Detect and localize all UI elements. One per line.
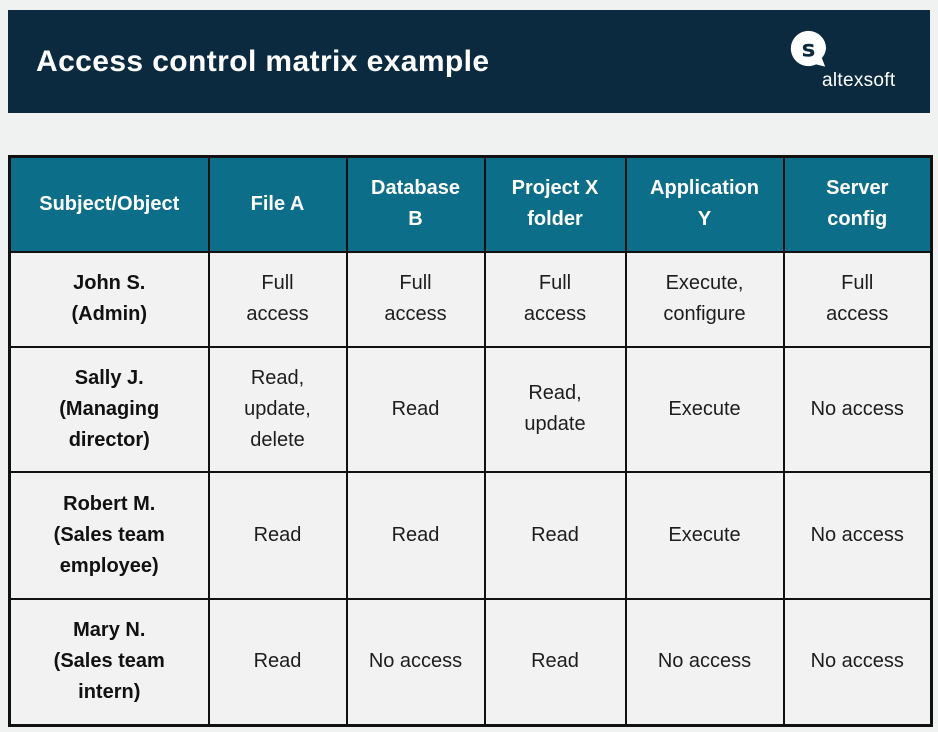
cell: No access [624, 597, 785, 727]
cell: Read, update [483, 345, 627, 473]
header-row: Subject/Object File A Database B Project… [8, 155, 933, 253]
cell: Full access [483, 250, 627, 348]
cell: Full access [207, 250, 348, 348]
cell: Full access [782, 250, 933, 348]
row-subject: Mary N. (Sales team intern) [8, 597, 210, 727]
cell: Read, update, delete [207, 345, 348, 473]
column-header-file-a: File A [207, 155, 348, 253]
column-header-server-config: Server config [782, 155, 933, 253]
cell: Read [483, 597, 627, 727]
column-header-database-b: Database B [345, 155, 486, 253]
column-header-subject-object: Subject/Object [8, 155, 210, 253]
svg-text:s: s [802, 36, 816, 62]
cell: No access [345, 597, 486, 727]
cell: No access [782, 345, 933, 473]
brand-logo: s altexsoft [776, 30, 908, 98]
access-matrix-table: Subject/Object File A Database B Project… [8, 155, 933, 727]
table-row: Robert M. (Sales team employee) Read Rea… [8, 470, 933, 600]
row-subject: Robert M. (Sales team employee) [8, 470, 210, 600]
column-header-application-y: Application Y [624, 155, 785, 253]
cell: No access [782, 470, 933, 600]
page-title: Access control matrix example [36, 44, 490, 78]
table-row: Sally J. (Managing director) Read, updat… [8, 345, 933, 473]
row-subject: John S. (Admin) [8, 250, 210, 348]
cell: No access [782, 597, 933, 727]
cell: Read [483, 470, 627, 600]
title-bar: Access control matrix example s altexsof… [8, 10, 930, 113]
cell: Read [345, 345, 486, 473]
column-header-project-x-folder: Project X folder [483, 155, 627, 253]
brand-name: altexsoft [822, 70, 896, 91]
cell: Execute [624, 345, 785, 473]
altexsoft-logo-icon: s [790, 30, 827, 67]
cell: Execute [624, 470, 785, 600]
cell: Read [207, 597, 348, 727]
table-row: John S. (Admin) Full access Full access … [8, 250, 933, 348]
cell: Read [345, 470, 486, 600]
table-row: Mary N. (Sales team intern) Read No acce… [8, 597, 933, 727]
cell: Full access [345, 250, 486, 348]
cell: Execute, configure [624, 250, 785, 348]
row-subject: Sally J. (Managing director) [8, 345, 210, 473]
cell: Read [207, 470, 348, 600]
